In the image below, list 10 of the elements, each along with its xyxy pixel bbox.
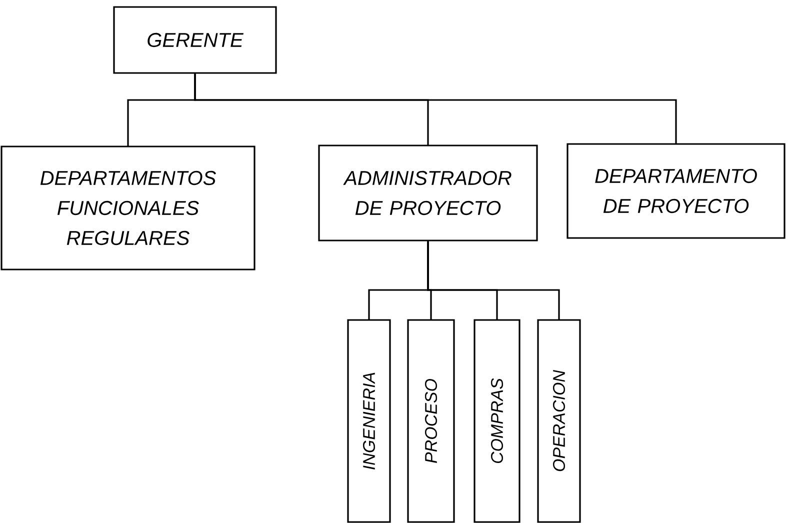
department-box: OPERACION [537, 319, 581, 523]
department-box: DEPARTAMENTOS FUNCIONALES REGULARES [0, 146, 256, 270]
connector-line [194, 74, 677, 144]
department-box: DEPARTAMENTO DE PROYECTO [566, 143, 786, 239]
manager-box: GERENTE [113, 6, 277, 74]
department-box: COMPRAS [474, 319, 520, 523]
department-box: ADMINISTRADOR DE PROYECTO [318, 144, 538, 242]
department-box: PROCESO [407, 319, 455, 523]
connector-line [427, 241, 560, 320]
department-box: INGENIERIA [347, 319, 391, 523]
